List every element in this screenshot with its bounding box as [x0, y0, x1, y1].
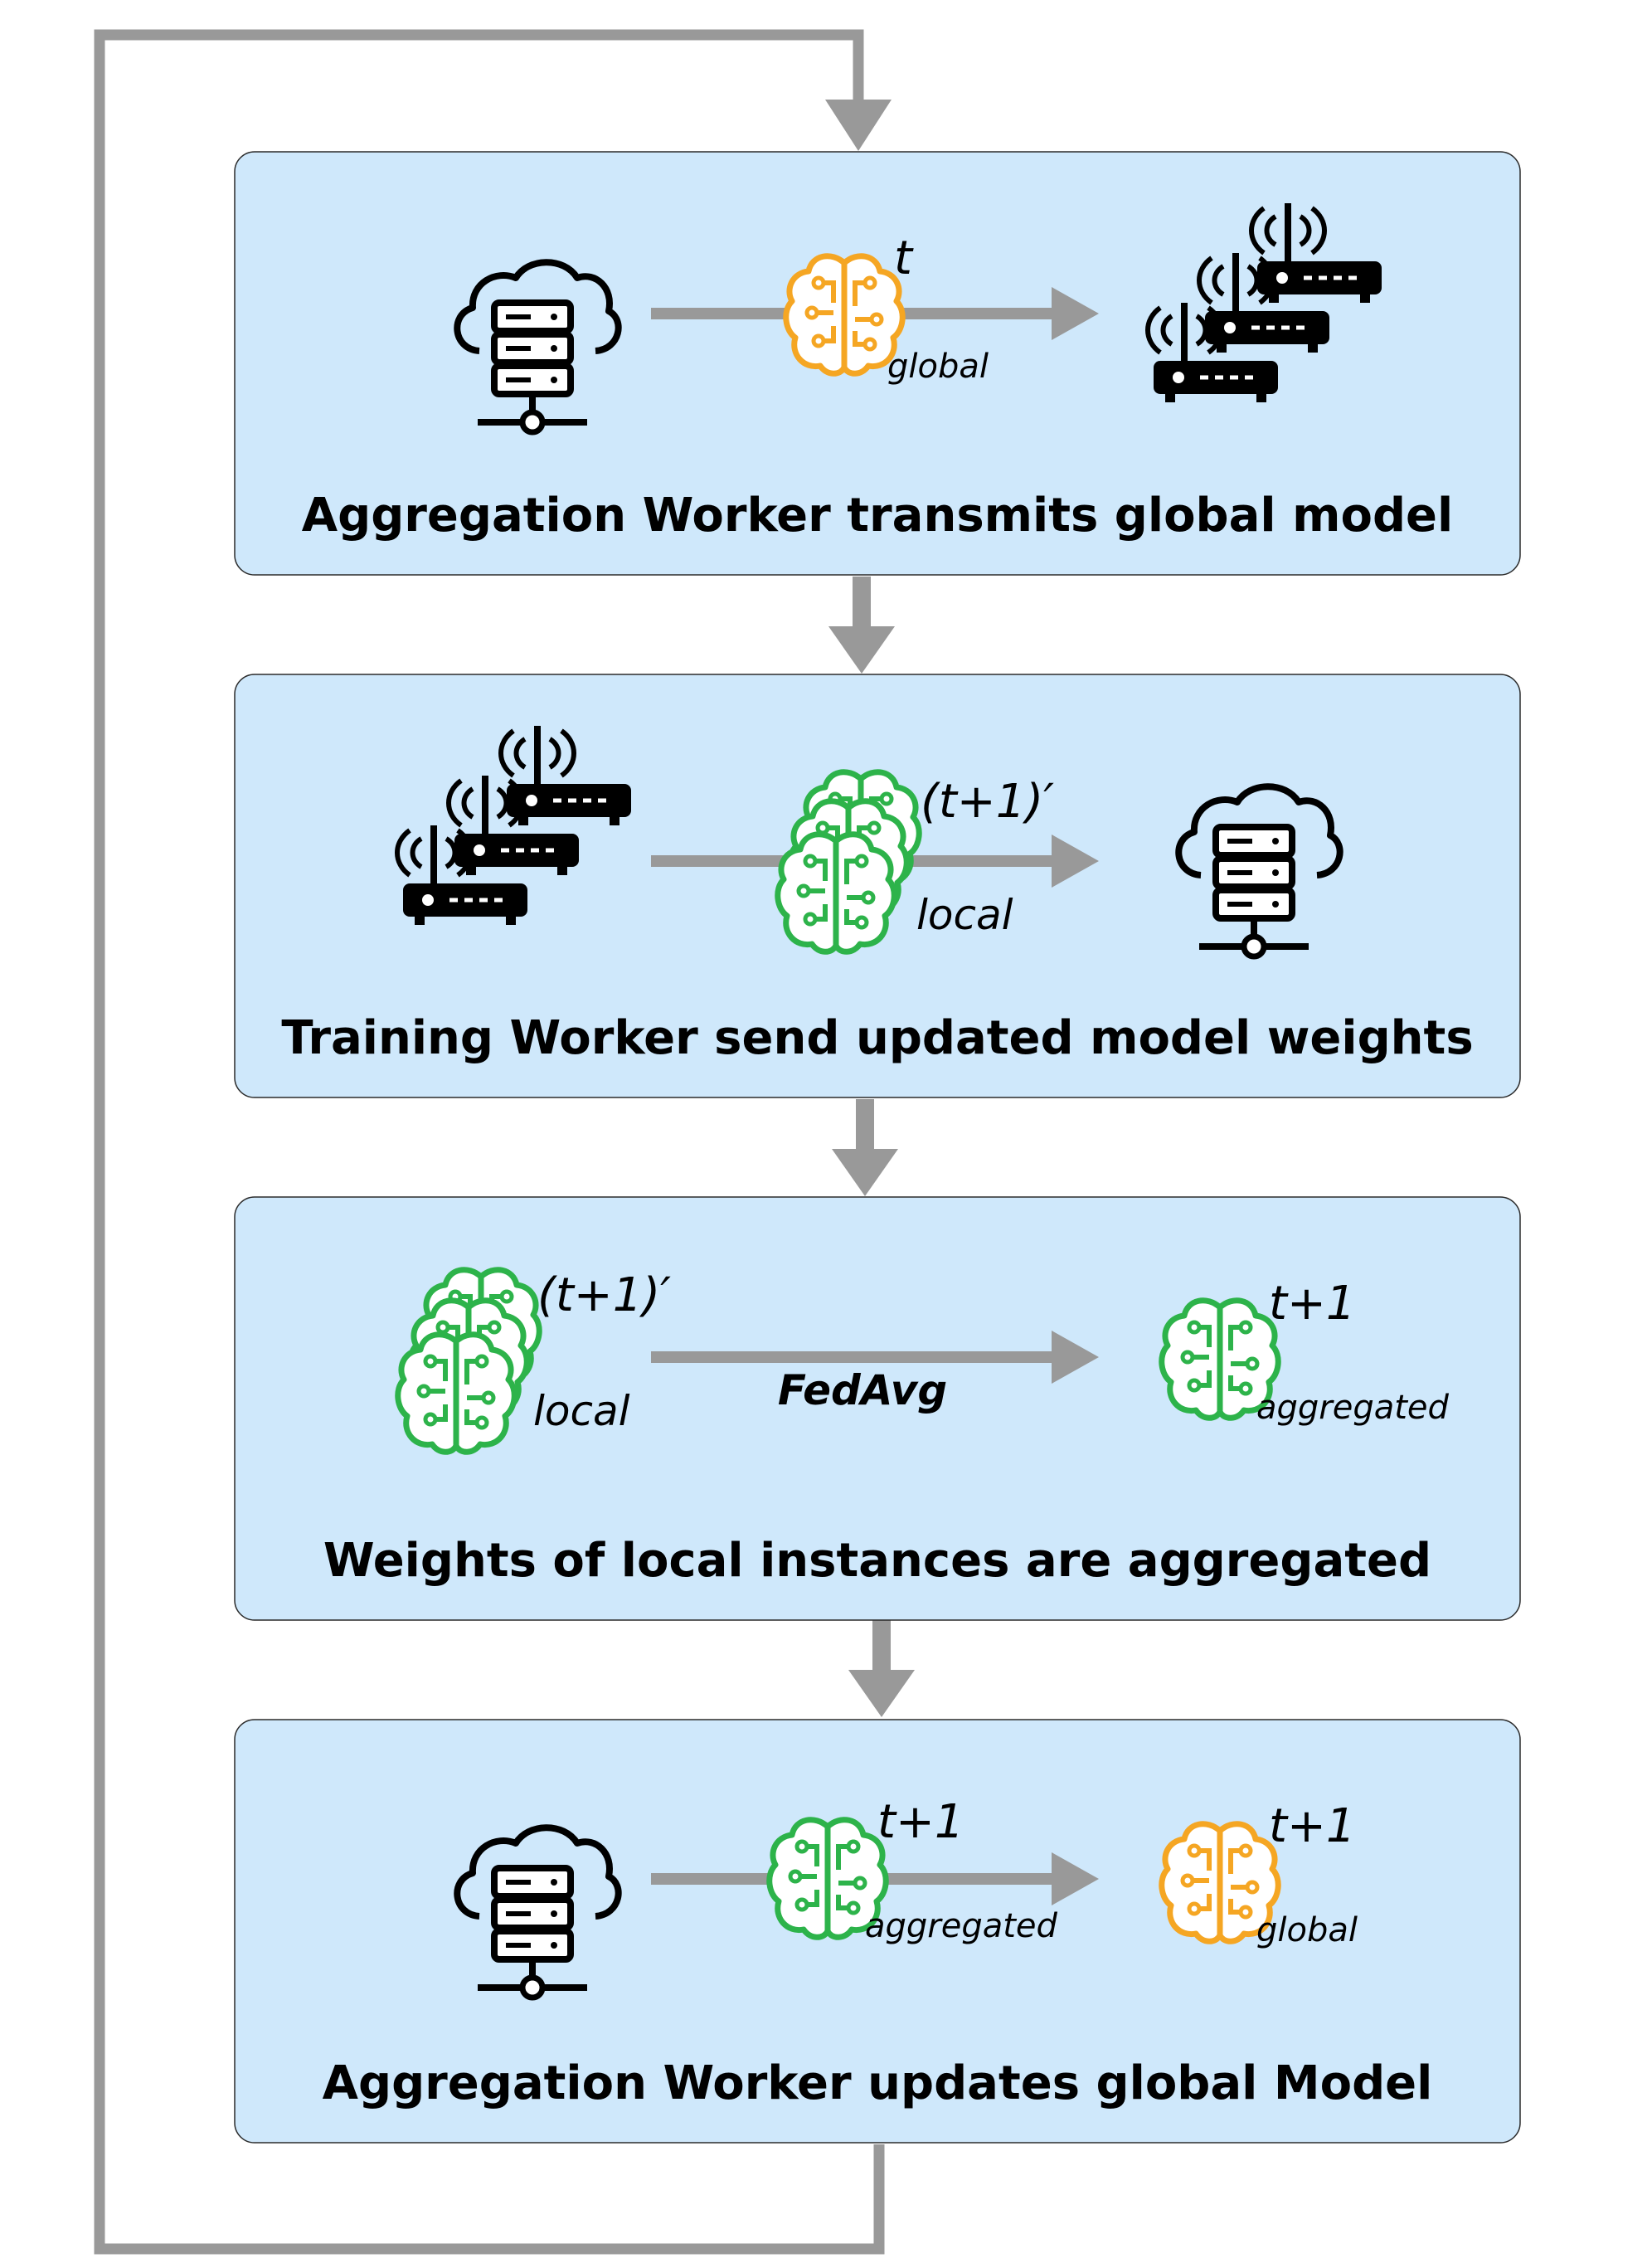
step-panel-4: t+1 aggregated t+1 global Aggregation Wo…: [234, 1719, 1521, 2144]
step-panel-3: (t+1)′ local FedAvg t+1 aggregated Weigh…: [234, 1196, 1521, 1621]
model-subscript: global: [1256, 1911, 1358, 1949]
model-superscript: (t+1)′: [921, 775, 1054, 829]
step-panel-1: t global Aggregation Worker transmits gl…: [234, 151, 1521, 576]
step-caption: Aggregation Worker updates global Model: [323, 2056, 1433, 2110]
step-arrow-1-2: [828, 577, 895, 674]
feedback-loop-line: [94, 29, 885, 2255]
step-caption: Aggregation Worker transmits global mode…: [302, 489, 1453, 543]
step-caption: Training Worker send updated model weigh…: [281, 1011, 1473, 1065]
step-caption: Weights of local instances are aggregate…: [323, 1534, 1431, 1588]
model-superscript: (t+1)′: [537, 1268, 671, 1322]
model-subscript: aggregated: [1256, 1389, 1450, 1427]
model-superscript: t+1: [1269, 1277, 1356, 1331]
loop-arrowhead: [825, 100, 892, 151]
brain-model-icon: [786, 256, 902, 374]
step-panel-2: (t+1)′ local Training Worker send update…: [234, 674, 1521, 1098]
step-arrow-3-4: [848, 1620, 915, 1717]
model-subscript: global: [887, 348, 989, 386]
model-superscript: t+1: [1269, 1799, 1356, 1853]
step-arrow-2-3: [832, 1099, 898, 1196]
model-subscript: aggregated: [865, 1907, 1058, 1945]
model-superscript: t: [894, 231, 914, 285]
model-subscript: local: [533, 1387, 630, 1435]
method-label: FedAvg: [778, 1366, 947, 1414]
model-superscript: t+1: [877, 1795, 964, 1849]
model-subscript: local: [916, 891, 1013, 939]
